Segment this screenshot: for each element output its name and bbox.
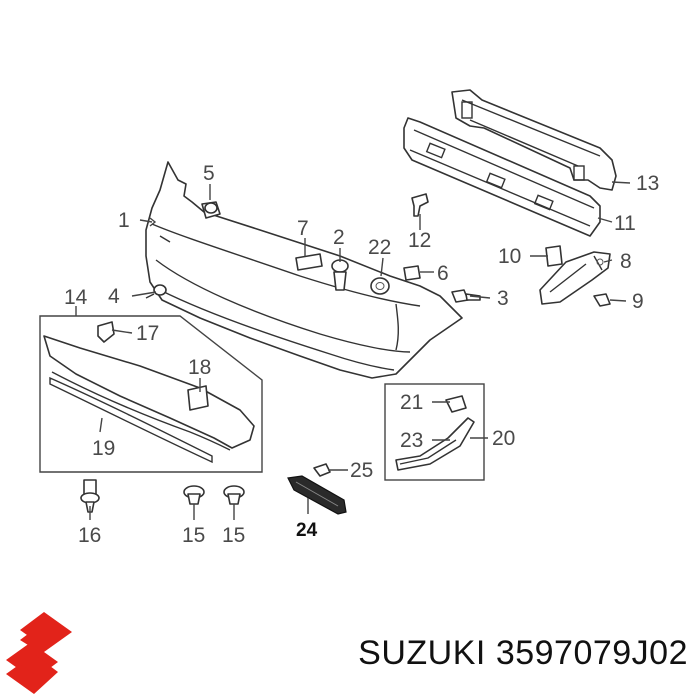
group-20-box	[384, 383, 485, 481]
callout-5: 5	[203, 162, 215, 185]
part-8-side-bracket	[539, 251, 611, 305]
callout-24: 24	[296, 520, 318, 541]
brand-part-label: SUZUKI 3597079J02	[358, 634, 688, 673]
part-number: 3597079J02	[495, 634, 688, 672]
callout-15a: 15	[182, 524, 205, 547]
callout-23: 23	[400, 429, 423, 452]
part-4-screw	[145, 284, 167, 299]
part-1-bumper-cover	[145, 161, 463, 379]
brand-name: SUZUKI	[358, 634, 486, 672]
part-9-screw	[593, 293, 611, 307]
callout-21: 21	[400, 391, 423, 414]
callout-19: 19	[92, 437, 115, 460]
part-24-highlighted-bracket	[287, 475, 347, 515]
callout-16: 16	[78, 524, 101, 547]
suzuki-s-logo-icon	[6, 612, 72, 694]
callout-10: 10	[498, 245, 521, 268]
callout-20: 20	[492, 427, 515, 450]
part-7-plate	[295, 253, 323, 271]
part-2-bolt	[331, 259, 349, 291]
callout-1: 1	[118, 209, 130, 232]
suzuki-s-logo-shape	[6, 612, 72, 680]
part-12-screw	[411, 193, 429, 217]
part-22-grommet	[370, 277, 390, 295]
part-5-clip	[201, 201, 221, 219]
callout-18: 18	[188, 356, 211, 379]
part-21-clip	[445, 395, 467, 413]
group-14-box	[39, 315, 263, 473]
callout-17: 17	[136, 322, 159, 345]
part-13-bracket	[451, 89, 617, 191]
part-18-clip	[187, 385, 209, 411]
callout-labels: 1 5 7 2 22 6 12 3 4 13 11 10 8 9 14 17 1…	[64, 162, 659, 547]
callout-22: 22	[368, 236, 391, 259]
part-19-valance	[43, 335, 255, 464]
callout-15b: 15	[222, 524, 245, 547]
part-3-bolt	[451, 289, 481, 303]
callout-13: 13	[636, 172, 659, 195]
part-10-nut	[545, 245, 563, 267]
part-17-clip	[97, 321, 115, 343]
part-23-trim	[395, 417, 475, 471]
callout-8: 8	[620, 250, 632, 273]
part-6-clip	[403, 265, 421, 281]
suzuki-s-logo-lower	[6, 654, 58, 694]
callout-4: 4	[108, 285, 120, 308]
callout-25: 25	[350, 459, 373, 482]
callout-6: 6	[437, 262, 449, 285]
callout-14: 14	[64, 286, 88, 309]
part-15a-fastener	[183, 485, 205, 505]
part-11-beam	[403, 117, 601, 237]
callout-2: 2	[333, 226, 345, 249]
part-25-screw	[313, 463, 331, 477]
callout-12: 12	[408, 229, 431, 252]
callout-9: 9	[632, 290, 644, 313]
callout-11: 11	[614, 212, 636, 235]
part-15b-fastener	[223, 485, 245, 505]
leader-lines	[75, 181, 631, 520]
brand-footer: SUZUKI 3597079J02	[0, 610, 700, 700]
callout-3: 3	[497, 287, 509, 310]
part-16-fastener	[80, 479, 100, 513]
callout-7: 7	[297, 217, 309, 240]
